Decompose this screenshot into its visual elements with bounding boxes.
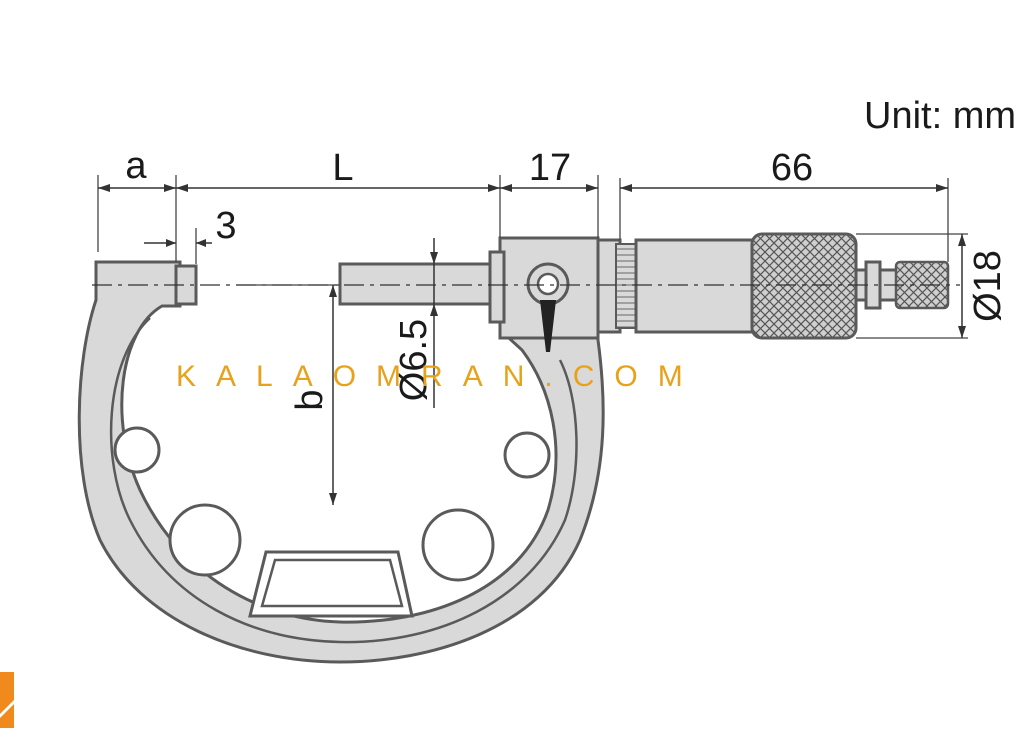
spindle <box>338 262 504 306</box>
arrow-b-top <box>329 285 337 297</box>
arrow-thimble-dia-bottom <box>958 326 966 338</box>
dim-label-66: 66 <box>771 147 813 189</box>
arrow-thimble-dia-top <box>958 234 966 246</box>
arrow-66-left <box>620 184 632 192</box>
arrow-3-right <box>196 239 206 247</box>
sleeve-collar <box>488 250 506 324</box>
logo-fragment-icon <box>0 672 14 728</box>
arrow-b-bottom <box>329 493 337 505</box>
thimble <box>634 238 756 334</box>
unit-label: Unit: mm <box>864 95 1016 137</box>
arrow-17-left <box>500 184 512 192</box>
arrow-L-left <box>176 184 188 192</box>
dim-label-spindle-dia: Ø6.5 <box>393 319 435 401</box>
frame-hole-3 <box>421 508 495 582</box>
watermark-text: KALAOMRAN.COM <box>176 360 703 393</box>
frame-nameplate-inner <box>260 558 404 608</box>
thimble-knurl <box>750 232 858 340</box>
dim-label-3: 3 <box>215 205 236 247</box>
arrow-a-left <box>98 184 110 192</box>
dim-label-thimble-dia: Ø18 <box>967 250 1009 322</box>
dim-label-b: b <box>289 389 331 410</box>
arrow-3-left <box>166 239 176 247</box>
frame-inner-rim <box>109 317 578 644</box>
arrow-a-right <box>164 184 176 192</box>
dim-label-L: L <box>332 147 353 189</box>
arrow-spindle-dia-top <box>430 252 438 264</box>
frame-hole-4 <box>503 431 551 479</box>
dim-label-a: a <box>125 145 147 187</box>
arrow-spindle-dia-bottom <box>430 304 438 316</box>
frame-hole-1 <box>113 426 161 474</box>
lock-lever <box>540 300 556 352</box>
frame-nameplate <box>248 550 414 618</box>
arrow-66-right <box>936 184 948 192</box>
arrow-17-right <box>586 184 598 192</box>
dim-label-17: 17 <box>529 147 571 189</box>
sleeve-graduations <box>615 243 637 329</box>
frame-hole-2 <box>168 503 242 577</box>
lock-knob-center <box>536 272 560 296</box>
arrow-L-right <box>488 184 500 192</box>
